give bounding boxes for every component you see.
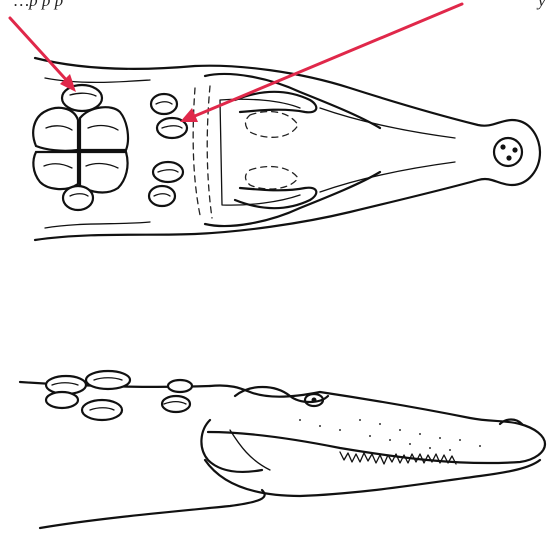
nuchal-scute: [80, 107, 128, 150]
nuchal-scute-lateral: [86, 371, 130, 389]
dorsal-dashed-line-left: [193, 88, 200, 215]
cheek-outline: [201, 420, 262, 472]
nuchal-scute: [62, 85, 102, 111]
nuchal-scute: [80, 152, 128, 192]
dorsal-head-view: [10, 4, 540, 240]
arrow-to-post-occipital-scutes: [190, 4, 462, 118]
nuchal-scute: [33, 152, 78, 189]
dorsal-neck-line-lower: [45, 222, 150, 228]
post-occipital-scutes: [149, 94, 187, 206]
nostril-right: [512, 147, 517, 152]
orbit-dashed-top: [246, 112, 299, 138]
dorsal-neck-line: [45, 78, 150, 82]
pupil-lateral: [312, 398, 317, 403]
nuchal-scute-lateral: [82, 400, 122, 420]
snout-line-bottom: [320, 162, 455, 192]
skull-table-outline-lower: [205, 172, 380, 226]
dorsal-dashed-line-right: [207, 86, 212, 218]
teeth-row: [340, 452, 456, 464]
nostril-bulb: [494, 138, 522, 166]
nostril-left: [500, 144, 505, 149]
post-occipital-scute-lateral: [168, 380, 192, 392]
orbit-dashed-bottom: [246, 167, 299, 190]
upper-jaw-line: [208, 432, 545, 463]
nuchal-scute-lateral: [46, 392, 78, 408]
post-occipital-scute: [149, 186, 175, 206]
arrow-to-nuchal-scutes: [10, 18, 70, 84]
post-occipital-scute: [151, 94, 177, 114]
lower-jaw-line: [205, 460, 540, 496]
lateral-head-view: [20, 371, 545, 528]
nuchal-scutes: [33, 85, 128, 210]
nostril-center: [506, 155, 511, 160]
throat-outline: [40, 490, 265, 528]
nuchal-scute: [63, 186, 93, 210]
